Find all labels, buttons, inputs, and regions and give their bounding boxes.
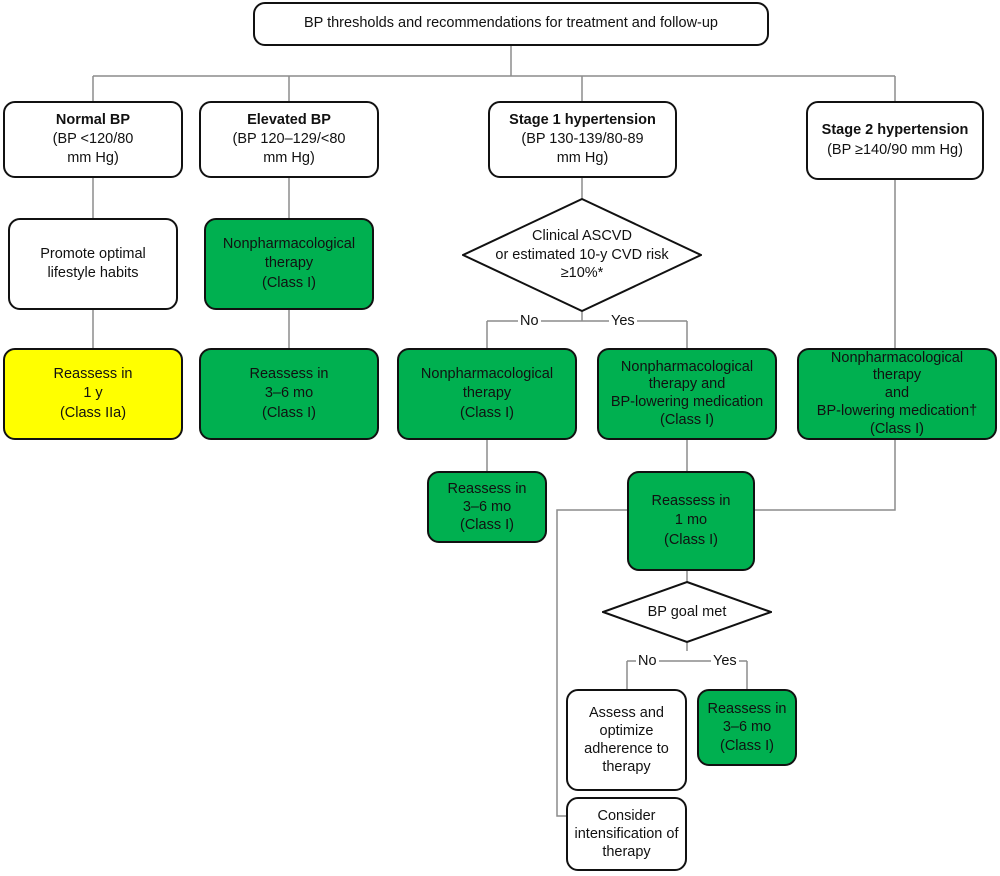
ascvd-question-line: ≥10%* — [560, 265, 604, 282]
stage1-hypertension-box: Stage 1 hypertension (BP 130-139/80-89 m… — [488, 101, 677, 178]
promote-lifestyle-line: lifestyle habits — [47, 265, 139, 281]
assess-adherence-line: therapy — [602, 759, 651, 776]
elevated-reassess-line: 3–6 mo — [264, 385, 314, 402]
stage1-range-line: (BP 130-139/80-89 — [521, 130, 644, 147]
elevated-reassess-line: (Class I) — [262, 404, 316, 421]
stage1-no-therapy-box: Nonpharmacological therapy (Class I) — [397, 348, 577, 440]
ascvd-risk-decision: Clinical ASCVD or estimated 10-y CVD ris… — [462, 198, 702, 312]
assess-adherence-line: optimize — [599, 722, 654, 739]
consider-intensification-box: Consider intensification of therapy — [566, 797, 687, 871]
stage1-no-reassess-box: Reassess in 3–6 mo (Class I) — [427, 471, 547, 543]
goal-no-label: No — [636, 653, 659, 669]
elevated-therapy-box: Nonpharmacological therapy (Class I) — [204, 218, 374, 310]
stage2-therapy-line: BP-lowering medication† — [816, 402, 978, 419]
stage1-no-reassess-line: 3–6 mo — [462, 498, 512, 515]
elevated-reassess-line: Reassess in — [249, 366, 329, 383]
bp-goal-question: BP goal met — [647, 603, 727, 620]
normal-bp-range-line: (BP <120/80 — [52, 130, 134, 147]
normal-bp-title: Normal BP — [55, 111, 131, 128]
elevated-reassess-box: Reassess in 3–6 mo (Class I) — [199, 348, 379, 440]
promote-lifestyle-line: Promote optimal — [40, 245, 146, 262]
goal-met-reassess-line: 3–6 mo — [722, 719, 772, 736]
promote-lifestyle-box: Promote optimal lifestyle habits — [8, 218, 178, 310]
consider-intensification-line: Consider — [597, 807, 656, 824]
bp-goal-decision: BP goal met — [602, 581, 772, 643]
elevated-therapy-line: therapy — [264, 255, 314, 272]
elevated-bp-title: Elevated BP — [247, 111, 331, 128]
stage1-title: Stage 1 hypertension — [509, 111, 656, 128]
stage2-title: Stage 2 hypertension — [821, 122, 969, 139]
elevated-bp-range-line: mm Hg) — [263, 150, 315, 167]
stage1-no-therapy-line: Nonpharmacological — [420, 366, 554, 383]
goal-met-reassess-line: Reassess in — [707, 701, 787, 718]
normal-reassess-line: Reassess in — [53, 366, 133, 383]
stage1-yes-reassess-line: Reassess in — [651, 493, 731, 510]
ascvd-question-line: Clinical ASCVD — [532, 227, 632, 244]
elevated-bp-box: Elevated BP (BP 120–129/<80 mm Hg) — [199, 101, 379, 178]
stage1-yes-therapy-box: Nonpharmacological therapy and BP-loweri… — [597, 348, 777, 440]
consider-intensification-line: intensification of — [574, 825, 679, 842]
normal-bp-box: Normal BP (BP <120/80 mm Hg) — [3, 101, 183, 178]
normal-reassess-line: 1 y — [83, 385, 103, 402]
stage1-no-therapy-line: (Class I) — [460, 404, 514, 421]
diagram-title: BP thresholds and recommendations for tr… — [253, 2, 769, 46]
stage1-yes-therapy-line: BP-lowering medication — [610, 394, 764, 410]
stage2-therapy-line: Nonpharmacological therapy — [830, 349, 964, 384]
stage1-no-therapy-line: therapy — [462, 385, 512, 402]
stage2-hypertension-box: Stage 2 hypertension (BP ≥140/90 mm Hg) — [806, 101, 984, 180]
stage1-yes-therapy-line: (Class I) — [660, 411, 714, 428]
ascvd-yes-label: Yes — [609, 313, 637, 329]
stage1-no-reassess-line: (Class I) — [460, 517, 514, 534]
normal-reassess-line: (Class IIa) — [59, 404, 127, 421]
stage1-yes-reassess-line: (Class I) — [664, 531, 718, 548]
stage2-therapy-line: and — [884, 385, 910, 402]
consider-intensification-line: therapy — [602, 844, 651, 861]
assess-adherence-box: Assess and optimize adherence to therapy — [566, 689, 687, 791]
stage1-no-reassess-line: Reassess in — [447, 480, 527, 497]
stage1-yes-reassess-box: Reassess in 1 mo (Class I) — [627, 471, 755, 571]
goal-met-reassess-box: Reassess in 3–6 mo (Class I) — [697, 689, 797, 766]
assess-adherence-line: Assess and — [589, 704, 664, 721]
stage1-yes-therapy-line: therapy and — [648, 376, 726, 393]
assess-adherence-line: adherence to — [584, 741, 669, 757]
stage1-yes-therapy-line: Nonpharmacological — [620, 358, 754, 375]
goal-yes-label: Yes — [711, 653, 739, 669]
stage2-range-line: (BP ≥140/90 mm Hg) — [827, 141, 963, 158]
elevated-therapy-line: Nonpharmacological — [222, 236, 356, 253]
normal-reassess-box: Reassess in 1 y (Class IIa) — [3, 348, 183, 440]
stage1-yes-reassess-line: 1 mo — [674, 512, 708, 529]
ascvd-no-label: No — [518, 313, 541, 329]
stage1-range-line: mm Hg) — [556, 150, 609, 167]
elevated-therapy-line: (Class I) — [262, 274, 316, 291]
normal-bp-range-line: mm Hg) — [67, 150, 119, 167]
stage2-therapy-box: Nonpharmacological therapy and BP-loweri… — [797, 348, 997, 440]
elevated-bp-range-line: (BP 120–129/<80 — [232, 130, 346, 147]
goal-met-reassess-line: (Class I) — [720, 737, 774, 754]
ascvd-question-line: or estimated 10-y CVD risk — [495, 246, 669, 263]
stage2-therapy-line: (Class I) — [870, 420, 924, 437]
